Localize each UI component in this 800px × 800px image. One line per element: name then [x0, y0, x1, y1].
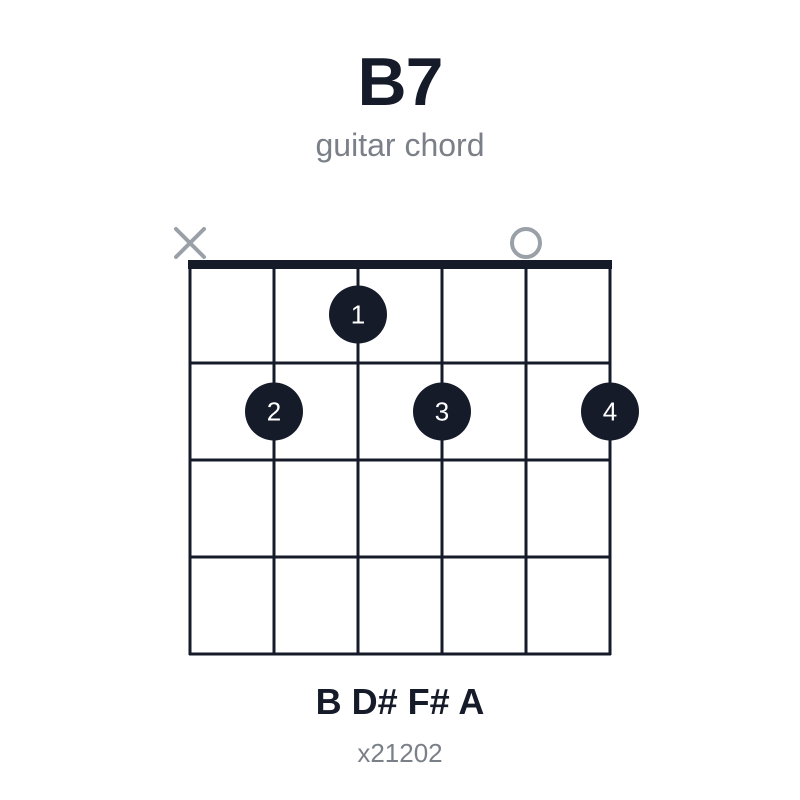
open-string-icon: [510, 227, 542, 259]
finger-dot: [581, 382, 639, 441]
finger-dot: [329, 285, 387, 344]
muted-string-icon: [174, 227, 206, 259]
finger-dot: [413, 382, 471, 441]
chord-subtitle: guitar chord: [315, 127, 485, 163]
chord-title: B7: [357, 44, 444, 120]
nut: [188, 260, 612, 269]
finger-number: 1: [351, 300, 365, 330]
finger-number: 4: [603, 397, 617, 427]
chord-notes: B D# F# A: [315, 681, 485, 722]
chord-fingering: x21202: [357, 738, 443, 768]
finger-number: 2: [267, 397, 281, 427]
finger-dot: [245, 382, 303, 441]
finger-number: 3: [435, 397, 449, 427]
